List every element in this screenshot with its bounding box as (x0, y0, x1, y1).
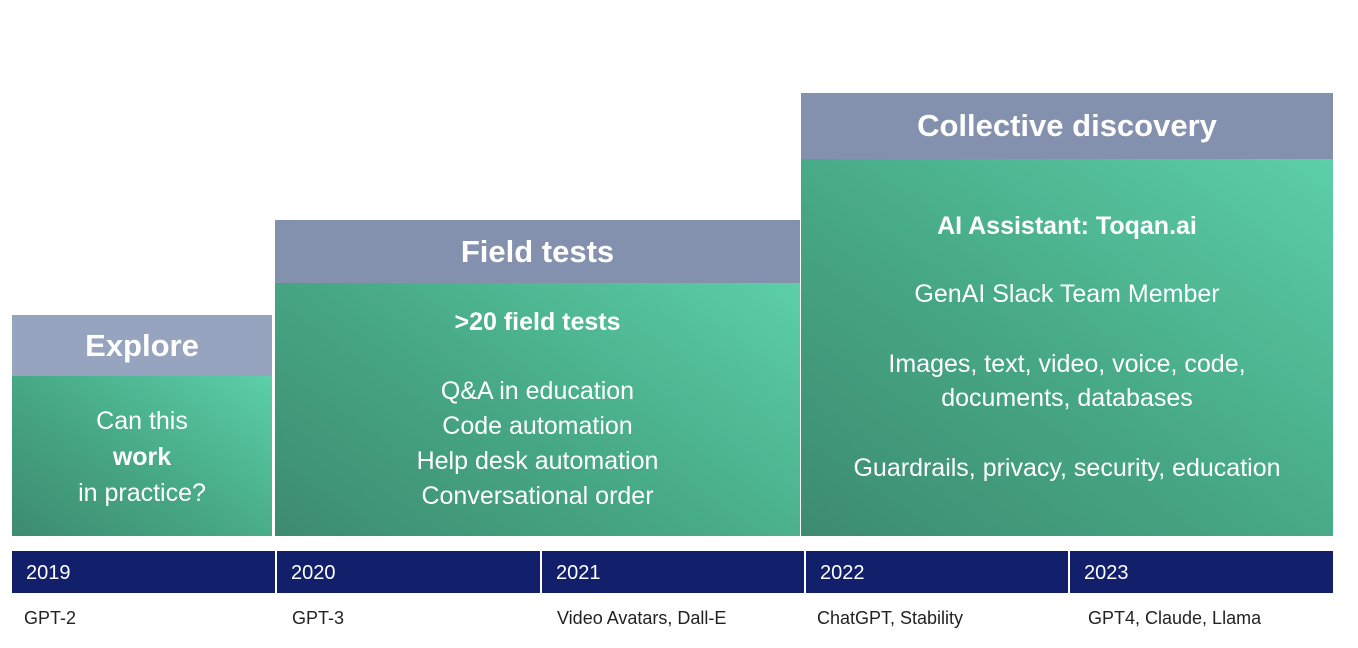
field-tests-headline: >20 field tests (454, 308, 621, 336)
collective-line-2a: Images, text, video, voice, code, (888, 350, 1246, 378)
explore-line-3: in practice? (78, 479, 206, 507)
model-label: GPT-3 (292, 608, 345, 628)
spacer (275, 340, 800, 374)
stage-field-tests-title: Field tests (275, 220, 800, 283)
year-label: 2022 (804, 551, 1068, 593)
spacer (801, 311, 1333, 347)
model-label: GPT-2 (24, 608, 77, 628)
spacer (801, 243, 1333, 277)
stage-collective-title: Collective discovery (801, 93, 1333, 159)
year-label: 2019 (26, 562, 71, 584)
model-label: GPT4, Claude, Llama (1088, 608, 1262, 628)
field-test-item: Conversational order (421, 482, 654, 510)
model-label: ChatGPT, Stability (817, 608, 964, 628)
year-label: 2020 (275, 551, 540, 593)
model-label: Video Avatars, Dall-E (557, 608, 727, 628)
year-label: 2021 (540, 551, 804, 593)
spacer (801, 415, 1333, 451)
stage-explore: Explore Can this work in practice? (12, 315, 272, 536)
year-label: 2023 (1068, 551, 1333, 593)
collective-line-1: GenAI Slack Team Member (914, 280, 1220, 308)
field-test-item: Code automation (442, 412, 633, 440)
timeline-bar: 2019 2020 2021 2022 2023 (12, 551, 1333, 593)
explore-line-1: Can this (96, 407, 188, 435)
stage-collective-body: AI Assistant: Toqan.ai GenAI Slack Team … (801, 159, 1333, 536)
stage-explore-title: Explore (12, 315, 272, 376)
stage-field-tests-body: >20 field tests Q&A in education Code au… (275, 283, 800, 536)
stage-collective-discovery: Collective discovery AI Assistant: Toqan… (801, 93, 1333, 536)
collective-line-2b: documents, databases (941, 384, 1193, 412)
field-test-item: Q&A in education (440, 377, 635, 405)
explore-line-2: work (112, 443, 172, 471)
stage-field-tests: Field tests >20 field tests Q&A in educa… (275, 220, 800, 536)
field-test-item: Help desk automation (416, 447, 659, 475)
stage-explore-body: Can this work in practice? (12, 376, 272, 536)
collective-headline: AI Assistant: Toqan.ai (937, 212, 1197, 240)
collective-line-3: Guardrails, privacy, security, education (853, 454, 1281, 482)
